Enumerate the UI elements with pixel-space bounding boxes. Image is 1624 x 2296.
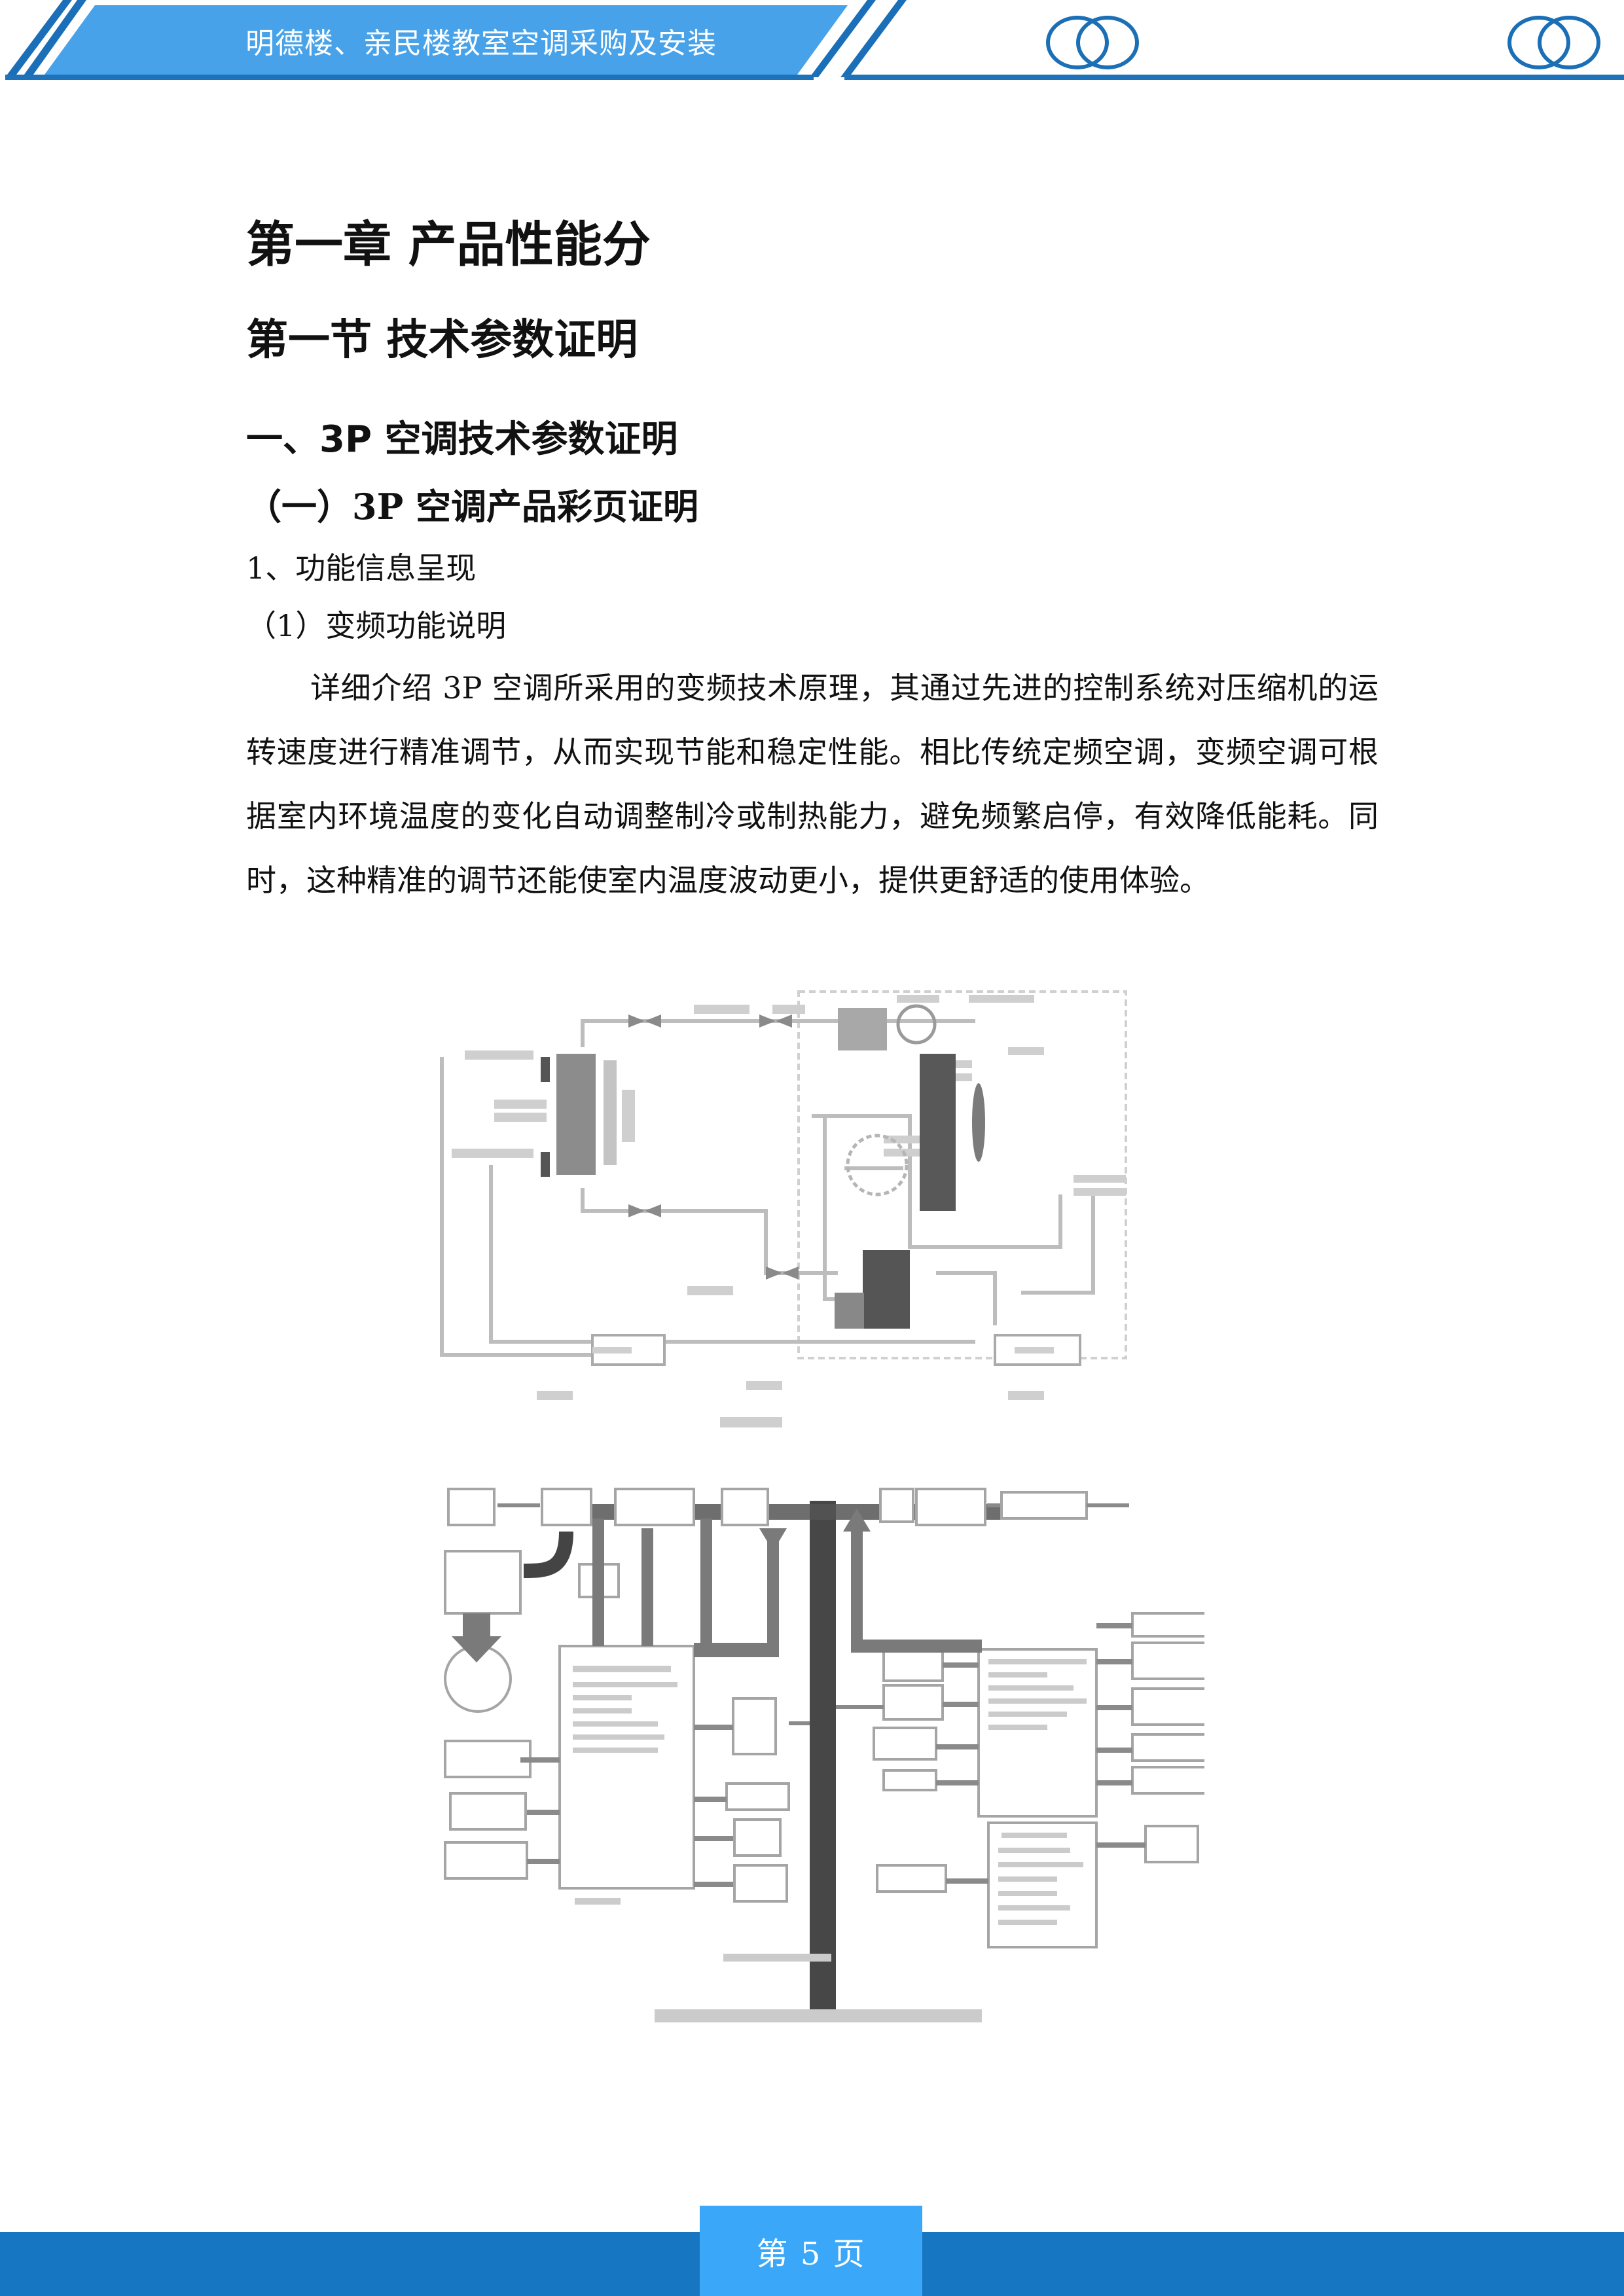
system-diagram-figure <box>432 985 1204 2078</box>
subheading-level-1: 一、3P 空调技术参数证明 <box>246 418 678 461</box>
interlocking-rings-icon <box>1034 13 1152 72</box>
page-number-tab: 第 5 页 <box>700 2206 922 2296</box>
body-paragraph: 详细介绍 3P 空调所采用的变频技术原理，其通过先进的控制系统对压缩机的运转速度… <box>246 670 1379 898</box>
page-header: 明德楼、亲民楼教室空调采购及安装 <box>0 0 1624 85</box>
subheading-level-2: （一）3P 空调产品彩页证明 <box>246 486 698 528</box>
interlocking-rings-icon <box>1496 13 1614 72</box>
subheading-level-4: （1）变频功能说明 <box>246 608 507 643</box>
section-heading: 第一节 技术参数证明 <box>246 316 638 365</box>
chapter-heading: 第一章 产品性能分 <box>246 217 651 273</box>
subheading-level-3: 1、功能信息呈现 <box>246 550 477 586</box>
document-title: 明德楼、亲民楼教室空调采购及安装 <box>245 27 717 60</box>
page-number: 第 5 页 <box>756 2236 866 2272</box>
header-banner-graphic <box>5 0 1624 80</box>
diagram-image <box>440 990 1204 2022</box>
